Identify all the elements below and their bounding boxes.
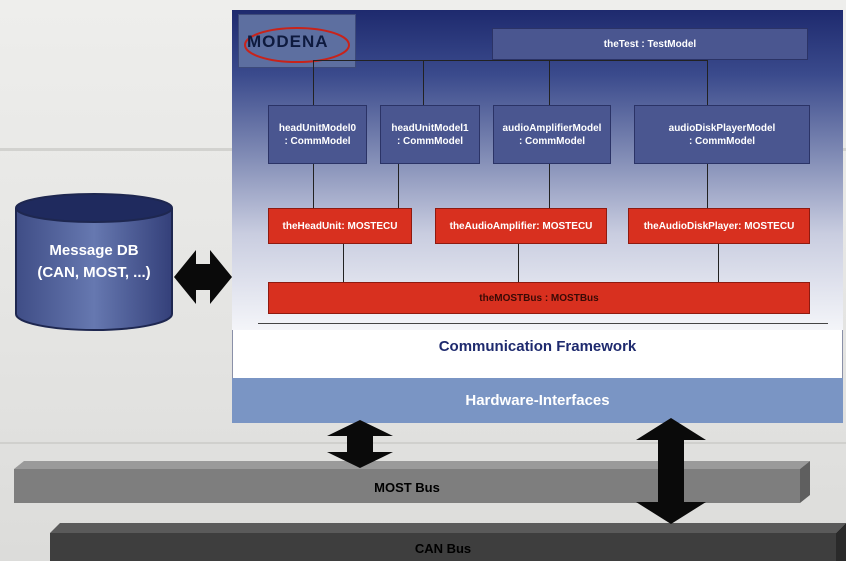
message-db-label: Message DB (CAN, MOST, ...) xyxy=(14,240,174,284)
connector-line xyxy=(549,60,550,105)
hardware-interfaces-bar: Hardware-Interfaces xyxy=(232,378,843,423)
background-rule xyxy=(0,442,846,444)
head-unit-model-0-box: headUnitModel0 : CommModel xyxy=(268,105,367,164)
connector-line xyxy=(707,164,708,208)
audio-disk-player-ecu-box: theAudioDiskPlayer: MOSTECU xyxy=(628,208,810,244)
connector-line xyxy=(549,164,550,208)
model-name: audioDiskPlayerModel xyxy=(668,122,776,134)
test-model-box: theTest : TestModel xyxy=(492,28,808,60)
logo-text: MODENA xyxy=(247,32,329,51)
most-bus-box: theMOSTBus : MOSTBus xyxy=(268,282,810,314)
connector-line xyxy=(313,60,314,105)
model-type: : CommModel xyxy=(396,135,464,147)
connector-line xyxy=(343,244,344,282)
connector-line xyxy=(718,244,719,282)
audio-disk-player-model-box: audioDiskPlayerModel : CommModel xyxy=(634,105,810,164)
model-name: audioAmplifierModel xyxy=(502,122,602,134)
double-arrow-horizontal-icon xyxy=(174,250,232,304)
logo-swoosh-icon xyxy=(244,27,350,63)
connector-line xyxy=(398,164,399,208)
ecu-label: theHeadUnit: MOSTECU xyxy=(282,220,398,232)
can-bus-label: CAN Bus xyxy=(414,541,472,556)
can-bus-slab xyxy=(50,523,846,561)
double-arrow-vertical-icon xyxy=(636,418,706,524)
double-arrow-vertical-icon xyxy=(327,420,393,468)
connector-line xyxy=(707,60,708,105)
message-db-title: Message DB xyxy=(49,242,139,259)
model-name: headUnitModel1 xyxy=(391,122,469,134)
audio-amplifier-model-box: audioAmplifierModel : CommModel xyxy=(493,105,611,164)
message-db-subtitle: (CAN, MOST, ...) xyxy=(37,264,151,281)
head-unit-model-1-box: headUnitModel1 : CommModel xyxy=(380,105,480,164)
most-bus-label: MOST Bus xyxy=(374,479,440,495)
most-bus-slab xyxy=(14,461,810,503)
connector-line xyxy=(313,60,707,61)
message-db-cylinder-icon xyxy=(15,193,173,331)
connector-line xyxy=(313,164,314,208)
test-model-label: theTest : TestModel xyxy=(603,38,697,50)
communication-framework-label: Communication Framework xyxy=(438,338,637,355)
model-type: : CommModel xyxy=(688,135,756,147)
head-unit-ecu-box: theHeadUnit: MOSTECU xyxy=(268,208,412,244)
connector-line xyxy=(518,244,519,282)
hardware-interfaces-label: Hardware-Interfaces xyxy=(465,392,610,409)
framework-divider xyxy=(258,323,828,324)
model-type: : CommModel xyxy=(518,135,586,147)
modena-logo: MODENA xyxy=(238,14,356,68)
model-type: : CommModel xyxy=(284,135,351,147)
model-name: headUnitModel0 xyxy=(278,122,357,134)
audio-amplifier-ecu-box: theAudioAmplifier: MOSTECU xyxy=(435,208,607,244)
ecu-label: theAudioDiskPlayer: MOSTECU xyxy=(643,220,795,232)
ecu-label: theAudioAmplifier: MOSTECU xyxy=(449,220,593,232)
connector-line xyxy=(423,60,424,105)
most-bus-label: theMOSTBus : MOSTBus xyxy=(479,292,599,304)
